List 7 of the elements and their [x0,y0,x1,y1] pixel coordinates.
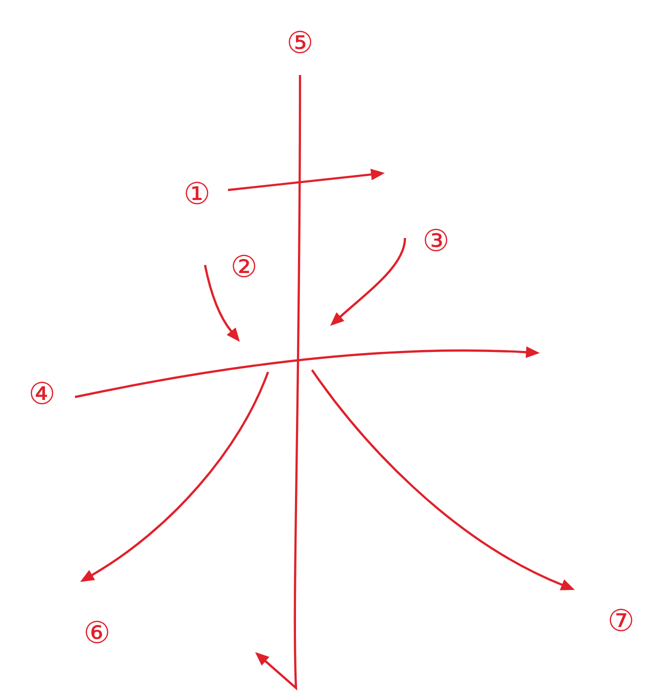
stroke-number: ④ [30,382,54,404]
stroke-number: ① [186,182,208,204]
stroke-number: ② [232,254,256,278]
stroke-number: ⑦ [610,608,632,632]
stroke-number: ③ [424,228,448,252]
stroke-number: ⑥ [86,620,108,644]
stroke-number: ⑤ [288,30,312,54]
